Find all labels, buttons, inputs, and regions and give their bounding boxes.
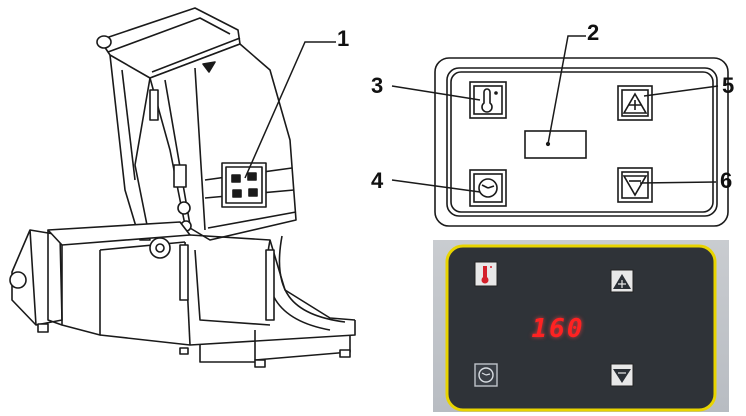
photo-decrease-button [610,363,634,387]
control-panel-photo [433,240,729,412]
callout-6: 6 [720,168,733,193]
thermometer-icon [481,88,498,113]
photo-time-button [474,363,498,387]
callout-2: 2 [587,20,600,45]
schematic-decrease-button [617,167,653,203]
plus-triangle-icon [622,92,648,114]
callout-4: 4 [371,168,384,193]
schematic-increase-button [617,85,653,121]
callout-5: 5 [722,73,735,98]
plus-triangle-icon [613,274,631,289]
minus-triangle-icon [622,175,648,197]
schematic-time-button [469,169,507,207]
callout-3: 3 [371,73,384,98]
thermometer-icon [481,266,492,284]
minus-triangle-icon [613,369,631,383]
led-display-reading: 160 [531,314,585,344]
clock-icon [478,367,494,383]
callout-1: 1 [337,26,350,51]
photo-increase-button [610,269,634,293]
clock-icon [478,178,498,198]
photo-temperature-button [474,261,498,287]
